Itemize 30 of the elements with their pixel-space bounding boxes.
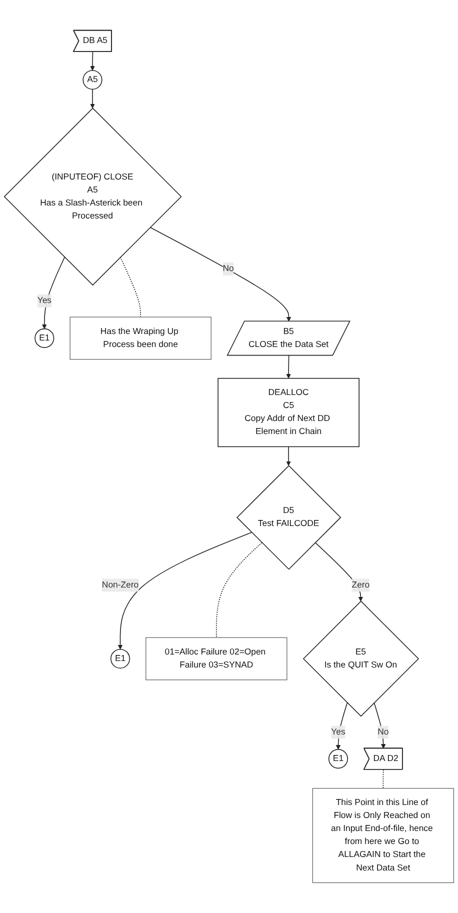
- node-circle: E1: [110, 648, 130, 668]
- node-box: Has the Wraping Up Process been done: [70, 316, 212, 360]
- node-box: DEALLOC C5 Copy Addr of Next DD Element in Chain: [218, 378, 360, 448]
- node-diamond: D5 Test FAILCODE: [236, 465, 342, 570]
- arrow: [314, 542, 364, 602]
- node-box: This Point in this Line of Flow is Only Reached on an Input End-of-file, hence from here we Go to ALLAGAIN to Start the Next Data Set: [312, 788, 454, 883]
- connector: [120, 256, 141, 318]
- arrow: [150, 226, 292, 322]
- node-circle: A5: [82, 70, 102, 90]
- connector: [216, 542, 262, 638]
- arrow: [118, 532, 252, 650]
- arrow: [90, 51, 95, 71]
- arrow: [286, 355, 291, 379]
- node-circle: E1: [34, 328, 54, 348]
- edge-label: Non-Zero: [102, 580, 139, 590]
- node-diamond: (INPUTEOF) CLOSE A5 Has a Slash-Asterick been Processed: [4, 108, 182, 286]
- arrow: [336, 702, 348, 750]
- edge-label: Yes: [331, 727, 346, 737]
- arrow: [374, 702, 386, 749]
- edge-label: Yes: [37, 296, 52, 306]
- connector: [382, 769, 384, 789]
- node-diamond: E5 Is the QUIT Sw On: [302, 600, 420, 717]
- node-circle: E1: [328, 748, 348, 769]
- edge-label: No: [378, 727, 389, 737]
- node-box: 01=Alloc Failure 02=Open Failure 03=SYNAD: [146, 637, 288, 680]
- arrow: [42, 256, 66, 329]
- edge-label: No: [222, 264, 234, 274]
- arrow: [90, 88, 95, 108]
- edge-label: Zero: [352, 580, 370, 590]
- arrow: [286, 446, 291, 466]
